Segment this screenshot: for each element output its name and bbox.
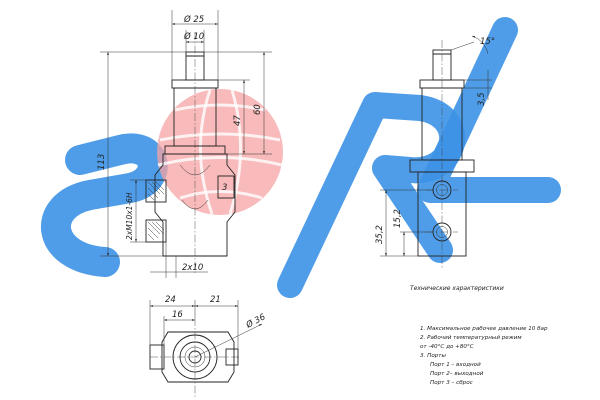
side-valve-body <box>417 171 467 257</box>
specs-block: Технические характеристики 1. Максимальн… <box>410 285 548 386</box>
top-body <box>161 331 235 383</box>
dim-width-16: 16 <box>172 310 183 320</box>
dim-d-inner: Ø 10 <box>183 31 204 42</box>
spec-line: 2. Рабочий температурный режим <box>420 335 522 341</box>
port-3-label: 3 <box>222 183 227 193</box>
dim-angle: 15° <box>480 37 495 47</box>
spec-line: 1. Максимальное рабочее давление 10 бар <box>420 326 548 332</box>
dim-height-60: 60 <box>253 104 263 115</box>
dim-thread: 2хM10х1-6H <box>125 192 134 240</box>
dim-ports: 2x10 <box>182 263 203 273</box>
port-2-left <box>145 219 167 243</box>
top-port-left <box>149 344 165 370</box>
spec-line: 3. Порты <box>420 353 447 359</box>
dim-d-36: Ø 36 <box>243 311 267 331</box>
spec-line: Порт 1 – входной <box>430 362 481 368</box>
front-view: 3 Ø 25 Ø 10 113 60 47 2хM10х1-6H <box>97 10 272 278</box>
watermark-letter-o <box>157 89 283 215</box>
dim-height-352: 35,2 <box>375 225 385 244</box>
specs-title: Технические характеристики <box>410 285 504 292</box>
watermark-letter-s <box>41 133 168 277</box>
dim-d-outer: Ø 25 <box>183 14 204 25</box>
dim-height-35: 3,5 <box>477 92 487 106</box>
side-view: 15° 3,5 35,2 15,2 <box>375 35 495 268</box>
dim-height-47: 47 <box>233 115 243 126</box>
spec-line: от -40°С до +80°С <box>420 344 474 350</box>
watermark-logo <box>41 17 561 298</box>
top-view: 24 21 16 Ø 36 <box>149 295 268 398</box>
spec-line: Порт 2– выходной <box>430 371 484 377</box>
port-3 <box>217 175 235 199</box>
spec-line: Порт 3 – сброс <box>430 380 473 386</box>
port-1-left <box>145 179 167 203</box>
valve-body <box>154 153 236 257</box>
dim-width-21: 21 <box>210 295 221 305</box>
top-port-right <box>225 348 239 366</box>
dim-total-height: 113 <box>97 154 107 170</box>
dim-height-152: 15,2 <box>393 209 403 228</box>
dim-width-24: 24 <box>165 295 176 305</box>
